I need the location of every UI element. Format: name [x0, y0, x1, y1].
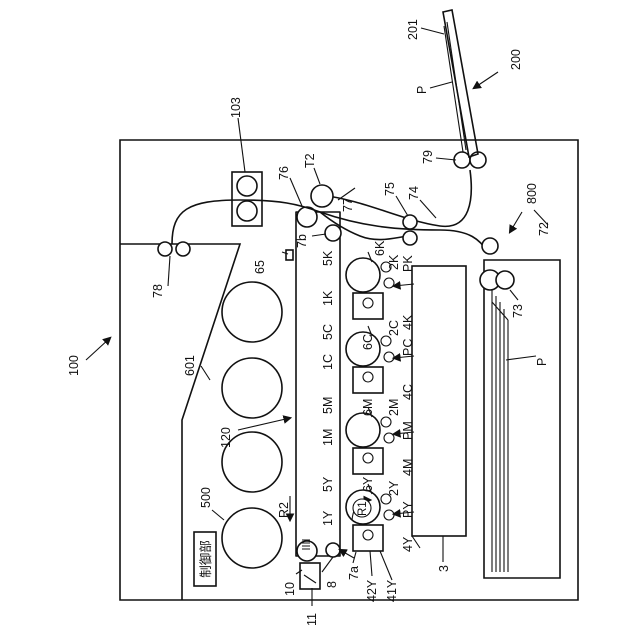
- label-2c: 2C: [387, 320, 401, 336]
- manual-tray-sheet: [444, 26, 463, 152]
- toner-bottle: [222, 508, 282, 568]
- density-sensor: [286, 250, 293, 260]
- label-11: 11: [305, 613, 319, 626]
- label-120: 120: [219, 427, 233, 448]
- manual-tray-sheet: [447, 22, 466, 150]
- arrow-100: [86, 338, 110, 360]
- label-2m: 2M: [387, 399, 401, 416]
- toner-bottle: [222, 282, 282, 342]
- internal-wall: [120, 244, 240, 600]
- label-p-top: P: [415, 86, 429, 94]
- label-79: 79: [421, 150, 435, 164]
- label-5m: 5M: [321, 397, 335, 414]
- label-6y: 6Y: [361, 476, 375, 492]
- belt-roller: [326, 543, 340, 557]
- label-601: 601: [183, 355, 197, 376]
- label-76: 76: [277, 166, 291, 180]
- cleaner-blade: [304, 575, 316, 583]
- arrow-PK: [394, 284, 414, 286]
- registration-roller: [403, 215, 417, 229]
- label-78: 78: [151, 284, 165, 298]
- label-77: 77: [341, 198, 355, 212]
- paper-stack: [492, 290, 508, 572]
- label-1c: 1C: [321, 354, 335, 370]
- label-8: 8: [325, 581, 339, 588]
- exposure-unit: [412, 266, 466, 536]
- label-10: 10: [283, 582, 297, 596]
- label-72: 72: [537, 222, 551, 236]
- label-r2: R2: [277, 502, 291, 518]
- label-1y: 1Y: [321, 510, 335, 526]
- label-2k: 2K: [387, 254, 401, 270]
- belt-cleaner: [300, 563, 320, 589]
- label-41y: 41Y: [385, 579, 399, 602]
- label-100: 100: [67, 355, 81, 376]
- fixing-unit: [232, 172, 262, 226]
- label-4y: 4Y: [401, 536, 415, 552]
- tray-feed-roller: [482, 238, 498, 254]
- label-r1: R1: [357, 501, 369, 516]
- manual-feed-roller: [454, 152, 470, 168]
- label-103: 103: [229, 97, 243, 118]
- exit-roller: [176, 242, 190, 256]
- label-7a: 7a: [347, 566, 361, 580]
- label-65: 65: [253, 260, 267, 274]
- label-pm: PM: [401, 421, 415, 440]
- label-2y: 2Y: [387, 480, 401, 496]
- belt-roller: [297, 541, 317, 561]
- secondary-transfer-roller: [311, 185, 333, 207]
- exit-roller: [158, 242, 172, 256]
- label-74: 74: [407, 186, 421, 200]
- arrow-7a: [340, 550, 354, 558]
- label-42y: 42Y: [365, 579, 379, 602]
- arrow-120: [238, 418, 290, 430]
- label-6c: 6C: [361, 334, 375, 350]
- label-1m: 1M: [321, 429, 335, 446]
- label-73: 73: [511, 304, 525, 318]
- toner-bottle: [222, 358, 282, 418]
- label-200: 200: [509, 49, 523, 70]
- belt-roller: [325, 225, 341, 241]
- arrow-200: [474, 72, 498, 88]
- station-m: [346, 407, 394, 474]
- label-201: 201: [406, 19, 420, 40]
- label-4m: 4M: [401, 459, 415, 476]
- label-4k: 4K: [401, 314, 415, 330]
- arrow-800: [510, 212, 522, 232]
- label-7b: 7b: [295, 234, 309, 248]
- label-5c: 5C: [321, 324, 335, 340]
- label-800: 800: [525, 183, 539, 204]
- label-4c: 4C: [401, 384, 415, 400]
- label-pk: PK: [401, 255, 415, 272]
- label-6m: 6M: [361, 399, 375, 416]
- controller-label: 制御部: [198, 540, 213, 578]
- label-p-right: P: [535, 358, 549, 366]
- label-pc: PC: [401, 339, 415, 356]
- label-6k: 6K: [373, 240, 387, 256]
- label-1k: 1K: [321, 290, 335, 306]
- tray-feed-roller: [496, 271, 514, 289]
- reference-labels: 100 103 200 201 P 79 800 72 73 P 75 74 7…: [67, 19, 551, 626]
- label-5k: 5K: [321, 250, 335, 266]
- label-3: 3: [437, 565, 451, 572]
- label-py: PY: [401, 501, 415, 518]
- label-t2: T2: [303, 153, 317, 168]
- label-75: 75: [383, 182, 397, 196]
- registration-roller: [403, 231, 417, 245]
- label-500: 500: [199, 487, 213, 508]
- label-5y: 5Y: [321, 476, 335, 492]
